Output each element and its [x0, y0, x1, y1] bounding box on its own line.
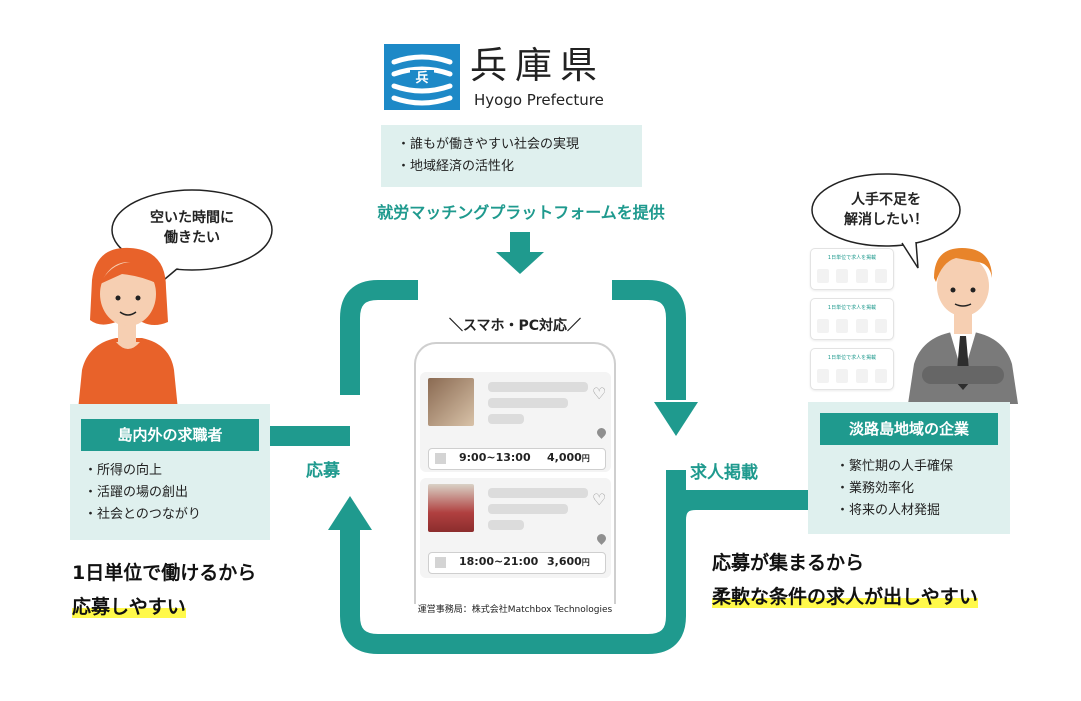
apply-label: 応募	[306, 461, 340, 481]
job-card[interactable]: ♡ 18:00~21:00 3,600円	[420, 478, 611, 578]
wave-icon: 兵	[391, 54, 453, 106]
heart-icon[interactable]: ♡	[592, 384, 607, 403]
post-label: 求人掲載	[690, 463, 758, 483]
company-illustration	[908, 248, 1018, 404]
loop-top-left	[340, 280, 418, 395]
job-time: 9:00~13:00	[459, 451, 531, 464]
seeker-illustration	[78, 247, 178, 410]
job-price: 3,600	[547, 555, 582, 568]
schedule-card: 1日単位で求人を掲載	[810, 248, 894, 290]
location-icon	[595, 532, 608, 545]
job-info-bar: 9:00~13:00 4,000円	[428, 448, 606, 470]
schedule-card: 1日単位で求人を掲載	[810, 298, 894, 340]
logo-english: Hyogo Prefecture	[474, 91, 604, 109]
arrow-down-right	[654, 402, 698, 436]
arrow-down-platform	[496, 252, 544, 274]
job-unit: 円	[581, 558, 590, 567]
prefecture-box: 誰もが働きやすい社会の実現 地域経済の活性化	[381, 125, 642, 187]
speech-bubble-company	[811, 173, 961, 269]
svg-text:兵: 兵	[415, 70, 428, 86]
job-photo	[428, 378, 474, 426]
operator-label: 運営事務局：株式会社Matchbox Technologies	[417, 605, 613, 615]
job-time: 18:00~21:00	[459, 555, 539, 568]
phone-caption: ＼スマホ・PC対応／	[448, 318, 582, 334]
seeker-message-line1: 1日単位で働けるから	[72, 562, 257, 584]
job-info-bar: 18:00~21:00 3,600円	[428, 552, 606, 574]
seeker-title: 島内外の求職者	[81, 419, 259, 451]
schedule-card-title: 1日単位で求人を掲載	[827, 255, 877, 261]
prefecture-item: 誰もが働きやすい社会の実現	[397, 134, 642, 156]
job-price: 4,000	[547, 451, 582, 464]
loop-top-right	[612, 280, 686, 400]
company-item: 業務効率化	[836, 478, 953, 500]
platform-label: 就労マッチングプラットフォームを提供	[377, 203, 665, 222]
logo-mark: 兵	[384, 44, 460, 110]
seeker-speech-line: 働きたい	[164, 230, 220, 246]
company-speech-line: 人手不足を	[851, 192, 921, 208]
company-message-line1: 応募が集まるから	[712, 552, 865, 574]
schedule-card-title: 1日単位で求人を掲載	[827, 355, 877, 361]
loop-bottom	[340, 530, 686, 654]
seeker-speech-line: 空いた時間に	[150, 210, 234, 226]
prefecture-item: 地域経済の活性化	[397, 156, 642, 178]
heart-icon[interactable]: ♡	[592, 490, 607, 509]
job-unit: 円	[581, 454, 590, 463]
company-message-line2: 柔軟な条件の求人が出しやすい	[712, 586, 978, 608]
logo-kanji: 兵庫県	[470, 44, 605, 87]
company-speech-line: 解消したい！	[844, 212, 928, 228]
schedule-card-title: 1日単位で求人を掲載	[827, 305, 877, 311]
seeker-item: 所得の向上	[84, 460, 201, 482]
schedule-card: 1日単位で求人を掲載	[810, 348, 894, 390]
company-title: 淡路島地域の企業	[820, 413, 998, 445]
seeker-item: 活躍の場の創出	[84, 482, 201, 504]
job-card[interactable]: ♡ 9:00~13:00 4,000円	[420, 372, 611, 472]
company-item: 将来の人材発掘	[836, 500, 953, 522]
arrow-up-left	[328, 496, 372, 530]
company-item: 繁忙期の人手確保	[836, 456, 953, 478]
seeker-item: 社会とのつながり	[84, 504, 201, 526]
job-photo	[428, 484, 474, 532]
location-icon	[595, 426, 608, 439]
seeker-message-line2: 応募しやすい	[72, 596, 186, 618]
